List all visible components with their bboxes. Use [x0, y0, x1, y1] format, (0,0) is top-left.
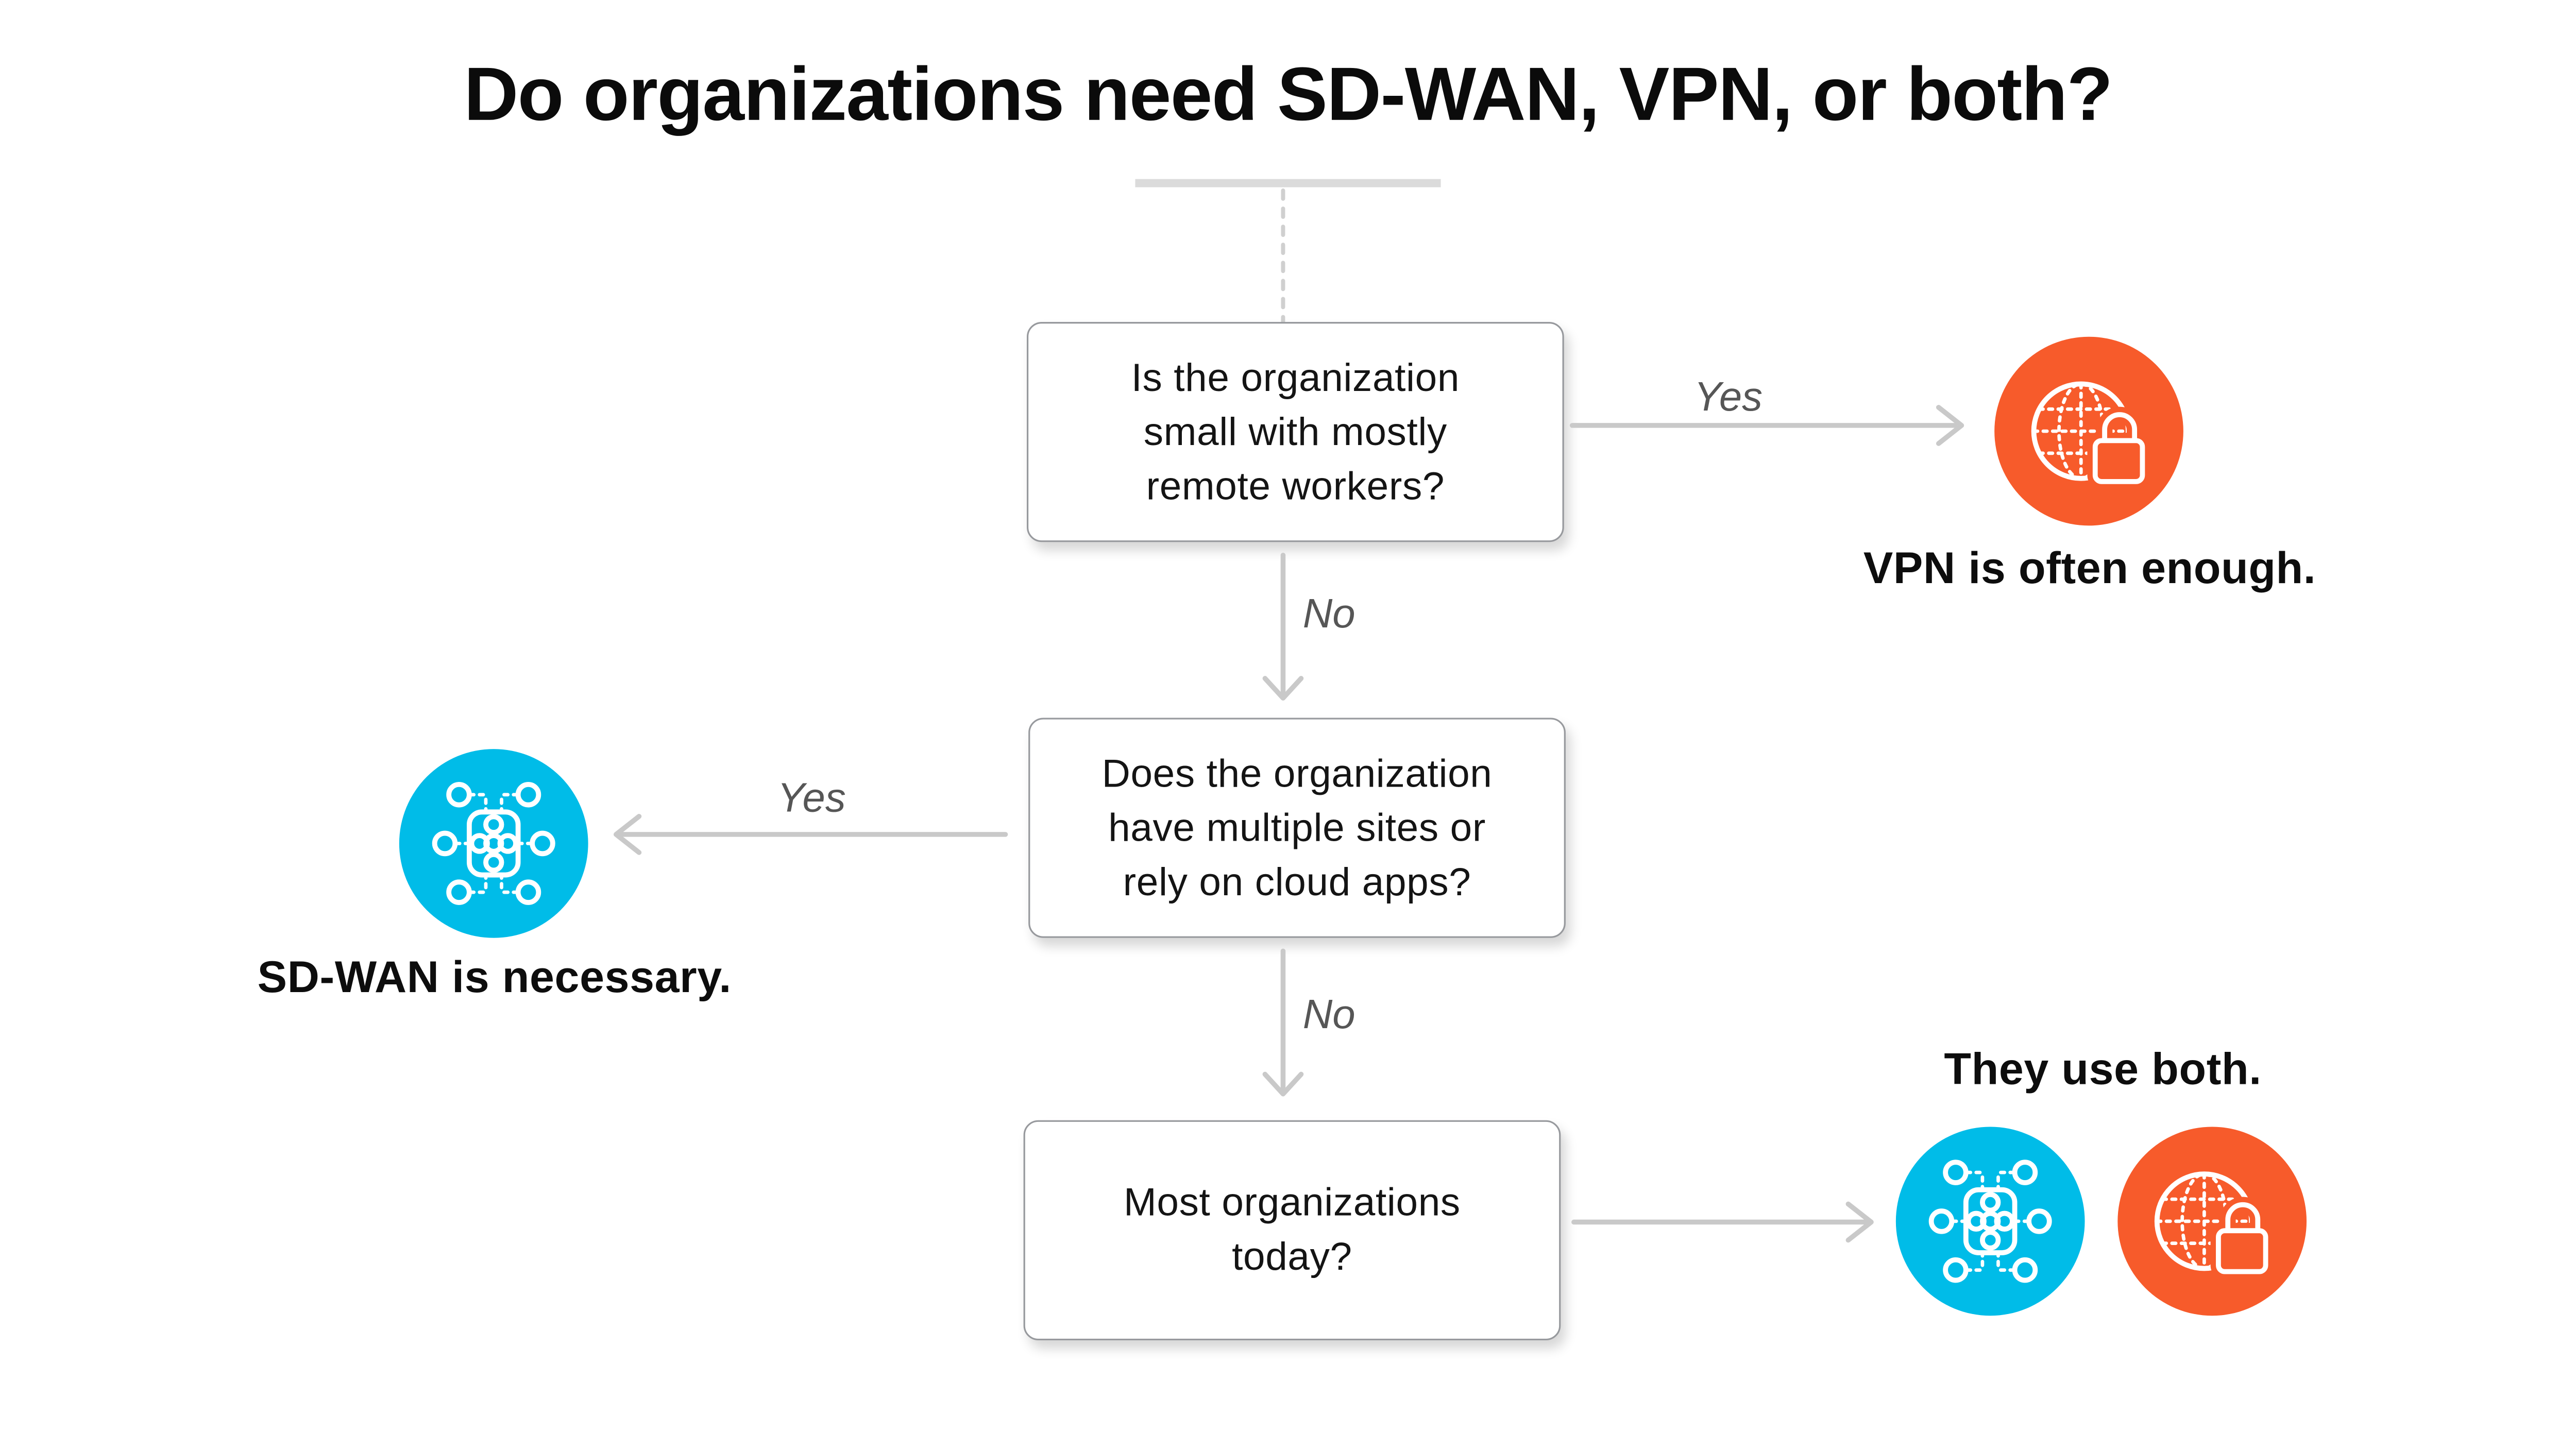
question-1-text: Is the organization small with mostly re… — [1131, 355, 1460, 508]
arrow-q2-no — [1262, 948, 1304, 1097]
title-divider-bar — [1135, 179, 1441, 187]
edge-label-q1-no: No — [1302, 591, 1355, 638]
network-icon — [432, 781, 555, 905]
arrow-q3-result — [1571, 1201, 1874, 1243]
both-vpn-circle — [2117, 1127, 2307, 1316]
question-box-3: Most organizations today? — [1023, 1120, 1561, 1341]
dashed-connector — [1281, 188, 1285, 324]
question-box-2: Does the organization have multiple site… — [1028, 718, 1566, 938]
globe-lock-icon — [2154, 1171, 2274, 1280]
network-icon — [1928, 1160, 2052, 1283]
sdwan-result-label: SD-WAN is necessary. — [257, 952, 732, 1002]
both-sdwan-circle — [1895, 1127, 2085, 1316]
question-box-1: Is the organization small with mostly re… — [1026, 321, 1564, 542]
edge-label-q2-no: No — [1302, 992, 1355, 1038]
vpn-result-label: VPN is often enough. — [1863, 543, 2316, 593]
edge-label-q1-yes: Yes — [1694, 374, 1763, 421]
arrow-q1-yes — [1569, 405, 1964, 446]
globe-lock-icon — [2031, 381, 2150, 490]
question-3-text: Most organizations today? — [1124, 1181, 1461, 1280]
page-title: Do organizations need SD-WAN, VPN, or bo… — [464, 50, 2113, 137]
vpn-circle — [1994, 336, 2183, 526]
arrow-q1-no — [1262, 553, 1304, 701]
edge-label-q2-yes: Yes — [777, 775, 846, 822]
question-2-text: Does the organization have multiple site… — [1101, 751, 1493, 905]
arrow-q2-yes — [614, 814, 1008, 855]
both-result-label: They use both. — [1944, 1045, 2262, 1094]
sdwan-circle — [399, 749, 588, 938]
